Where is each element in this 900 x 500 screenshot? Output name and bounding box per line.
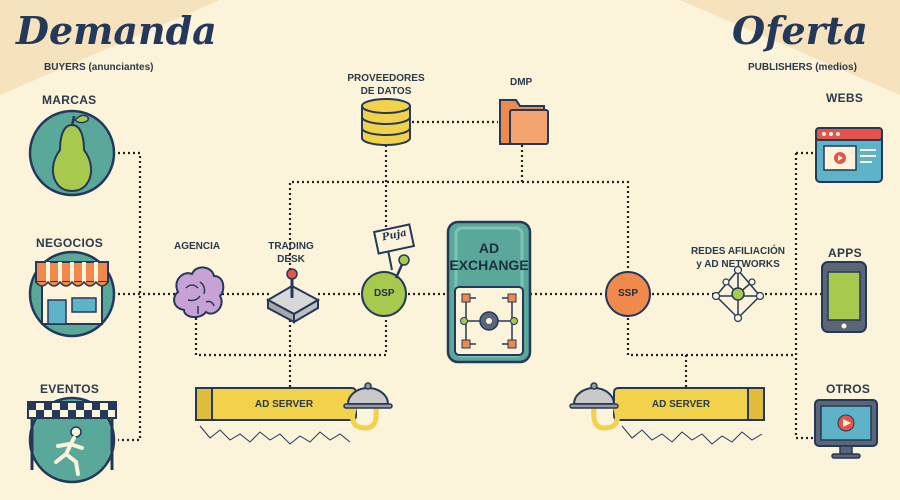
proveedores-label: PROVEEDORES DE DATOS xyxy=(344,72,428,98)
folder-icon xyxy=(499,99,549,145)
runner-finish-line-icon xyxy=(27,396,117,484)
data-network-line xyxy=(288,180,630,275)
ad-exchange-label: AD EXCHANGE xyxy=(448,240,530,274)
supply-title: Oferta xyxy=(732,8,868,53)
proveedores-line2: DE DATOS xyxy=(360,86,412,97)
trading-desk-label: TRADING DESK xyxy=(266,240,316,266)
redes-line1: REDES AFILIACIÓN xyxy=(690,246,786,257)
serving-cloche-right-icon xyxy=(569,382,620,431)
trading-desk-line1: TRADING xyxy=(268,241,314,252)
ad-server-left-label: AD SERVER xyxy=(254,399,314,410)
supply-subtitle: PUBLISHERS (medios) xyxy=(748,62,857,73)
demand-title: Demanda xyxy=(16,8,217,53)
publisher-label-webs: WEBS xyxy=(826,91,864,105)
tablet-icon xyxy=(821,261,867,333)
redes-label: REDES AFILIACIÓN y AD NETWORKS xyxy=(682,245,794,271)
ad-exchange-line2: EXCHANGE xyxy=(449,257,529,273)
dsp-label: DSP xyxy=(374,288,395,299)
pear-icon xyxy=(28,109,116,197)
buyers-bus-line xyxy=(118,151,142,442)
ad-server-left xyxy=(195,387,357,445)
dmp-label: DMP xyxy=(510,77,533,88)
trading-desk-line2: DESK xyxy=(277,254,305,265)
publishers-bus-line xyxy=(794,153,815,440)
ssp-bottom-loop xyxy=(626,318,796,357)
buyer-label-marcas: MARCAS xyxy=(42,93,97,107)
database-icon xyxy=(361,98,411,146)
ad-exchange-block xyxy=(446,220,532,364)
network-icon xyxy=(711,265,765,323)
serving-cloche-left-icon xyxy=(343,382,393,431)
ad-server-right-label: AD SERVER xyxy=(651,399,711,410)
dsp-bid-icon xyxy=(361,223,416,317)
brain-icon xyxy=(173,266,225,318)
ssp-node xyxy=(605,271,651,317)
publisher-label-otros: OTROS xyxy=(826,382,871,396)
ssp-label: SSP xyxy=(618,288,639,299)
right-corner-wedge xyxy=(680,0,900,95)
ad-exchange-line1: AD xyxy=(478,240,500,256)
demand-subtitle: BUYERS (anunciantes) xyxy=(44,62,154,73)
publisher-label-apps: APPS xyxy=(828,246,862,260)
joystick-icon xyxy=(265,268,321,324)
shop-icon xyxy=(28,250,116,338)
ad-server-right xyxy=(613,387,765,445)
monitor-video-icon xyxy=(814,399,878,459)
left-corner-wedge xyxy=(0,0,220,95)
buyer-label-negocios: NEGOCIOS xyxy=(36,236,104,250)
agencia-label: AGENCIA xyxy=(174,241,221,252)
buyer-label-eventos: EVENTOS xyxy=(40,382,100,396)
proveedores-line1: PROVEEDORES xyxy=(347,73,425,84)
connector-lines xyxy=(118,120,822,442)
browser-window-icon xyxy=(815,127,883,183)
redes-line2: y AD NETWORKS xyxy=(696,259,780,270)
